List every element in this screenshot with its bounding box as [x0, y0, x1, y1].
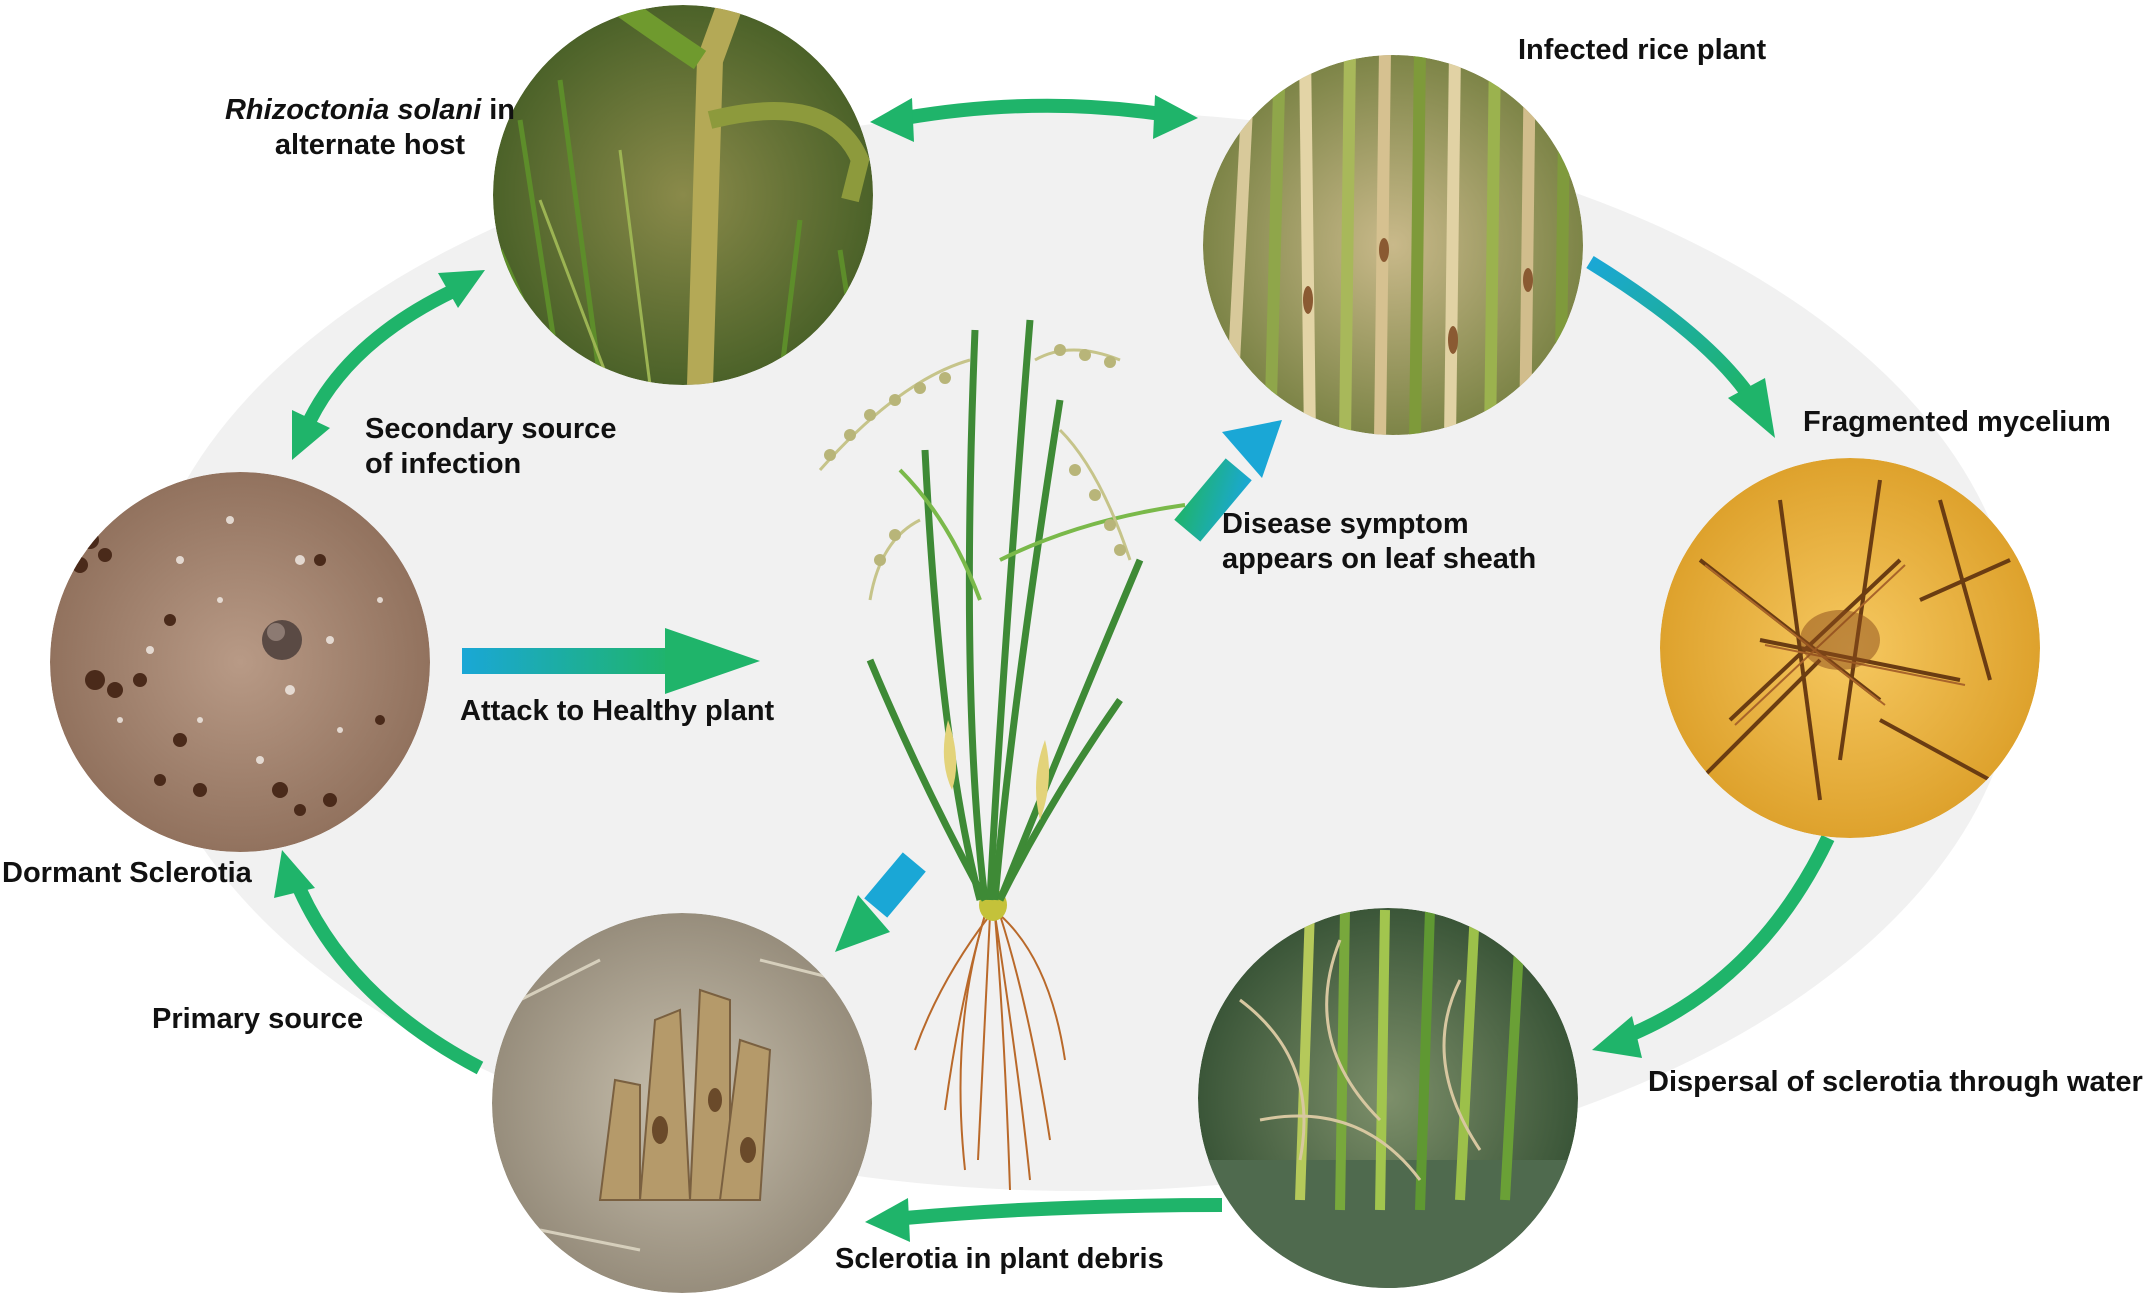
label-dormant: Dormant Sclerotia [2, 857, 252, 889]
label-symptom-line1: Disease symptom [1222, 508, 1469, 540]
photo-infected-plant [1203, 55, 1583, 435]
label-secondary-source-line2: of infection [365, 448, 522, 480]
photo-alternate-host [493, 5, 873, 385]
arrow-to-debris [835, 852, 926, 952]
arrow-secondary-source [292, 270, 485, 460]
label-primary-source: Primary source [152, 1003, 364, 1035]
arrow-attack [462, 628, 760, 694]
label-alternate-host: Rhizoctonia solani in alternate host [190, 93, 550, 163]
label-alternate-host-italic: Rhizoctonia solani [224, 94, 482, 126]
photo-fragmented-mycelium [1660, 458, 2040, 838]
rice-plant-illustration [818, 319, 1186, 1191]
label-debris: Sclerotia in plant debris [835, 1243, 1164, 1275]
label-alternate-host-rest: in [481, 94, 516, 126]
arrow-host-infected [870, 95, 1198, 142]
arrow-infected-mycelium [1586, 256, 1775, 438]
background-ellipse [138, 111, 2018, 1191]
arrow-dispersal-debris [865, 1198, 1223, 1242]
label-fragmented-mycelium: Fragmented mycelium [1803, 406, 2111, 438]
label-alternate-host-line2: alternate host [274, 129, 466, 161]
arrow-mycelium-dispersal [1592, 834, 1835, 1058]
arrow-debris-dormant [274, 850, 484, 1075]
label-symptom: Disease symptom appears on leaf sheath [1222, 507, 1536, 577]
label-infected-plant: Infected rice plant [1518, 34, 1767, 66]
arrow-symptom [1174, 420, 1282, 542]
photo-plant-debris [492, 913, 872, 1293]
label-dispersal: Dispersal of sclerotia through water [1648, 1066, 2143, 1098]
label-symptom-line2: appears on leaf sheath [1222, 543, 1537, 575]
label-secondary-source-line1: Secondary source [365, 413, 617, 445]
label-secondary-source: Secondary source of infection [365, 412, 616, 482]
photo-dormant-sclerotia [50, 472, 430, 852]
label-attack: Attack to Healthy plant [460, 695, 775, 727]
